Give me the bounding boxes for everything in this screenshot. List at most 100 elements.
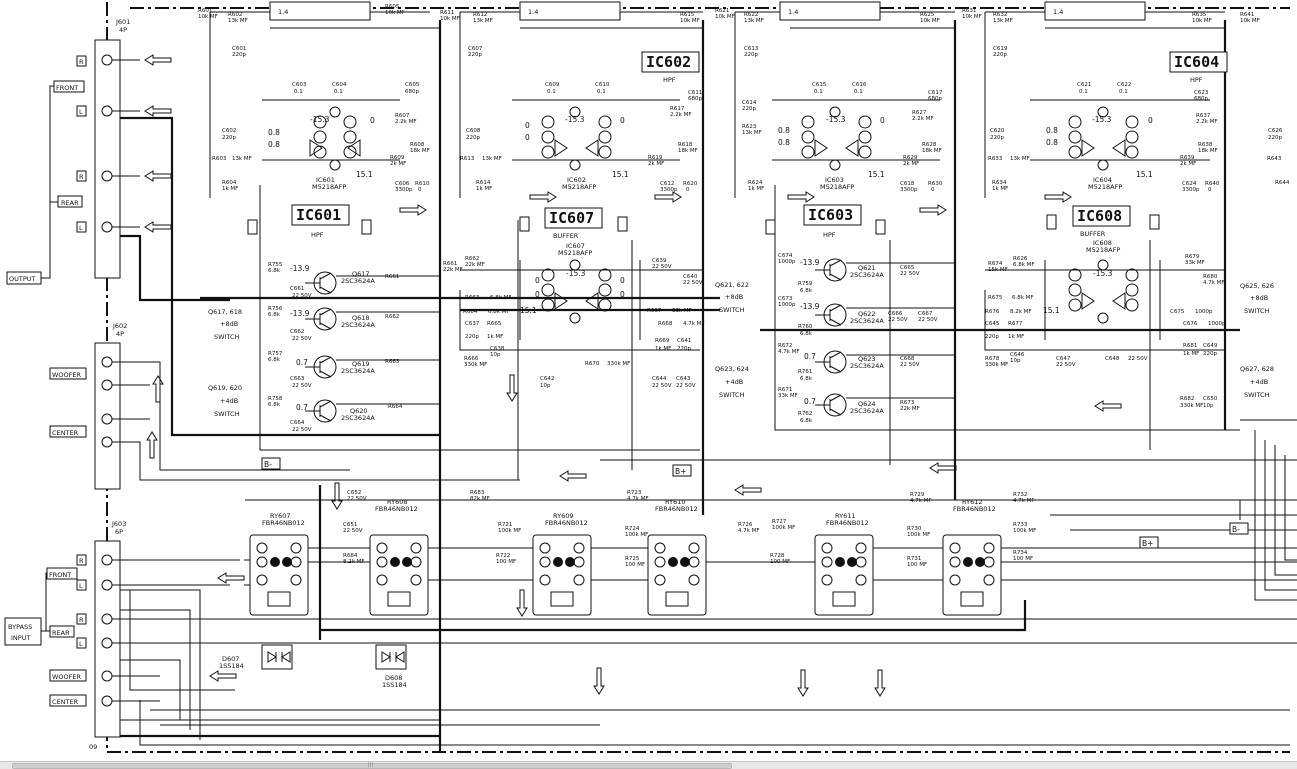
svg-text:R618: R618	[678, 142, 693, 148]
svg-text:C608: C608	[466, 128, 481, 134]
svg-text:1k MF: 1k MF	[1008, 334, 1024, 340]
svg-text:100 MF: 100 MF	[907, 562, 927, 568]
in-rear-r-box	[76, 613, 87, 625]
svg-text:0: 0	[525, 133, 530, 142]
svg-text:R628: R628	[922, 142, 937, 148]
svg-text:10k MF: 10k MF	[715, 14, 735, 20]
svg-text:0: 0	[535, 290, 540, 299]
svg-text:2k MF: 2k MF	[903, 161, 919, 167]
svg-text:C623: C623	[1194, 90, 1209, 96]
svg-text:1.4: 1.4	[1053, 8, 1063, 16]
svg-text:C651: C651	[343, 522, 357, 528]
in-woofer-label: WOOFER	[52, 673, 82, 681]
svg-text:R609: R609	[390, 155, 405, 161]
svg-text:R661: R661	[385, 274, 399, 280]
arrow-down-2	[331, 482, 343, 510]
svg-text:100 MF: 100 MF	[1013, 556, 1033, 562]
svg-text:FBR46NB012: FBR46NB012	[826, 519, 869, 527]
svg-text:R723: R723	[627, 490, 642, 496]
ic604-block: 1.4 R631 10k MF R632 13k MF C619 220p R6…	[962, 1, 1290, 198]
svg-text:R728: R728	[770, 553, 785, 559]
ic608-label-box	[1072, 205, 1131, 227]
svg-text:22 50V: 22 50V	[918, 317, 938, 323]
svg-text:R602: R602	[228, 12, 242, 18]
j601-body	[94, 39, 121, 279]
svg-text:C645: C645	[985, 321, 1000, 327]
svg-text:0: 0	[370, 116, 375, 125]
svg-text:R679: R679	[1185, 254, 1200, 260]
svg-text:22 50V: 22 50V	[652, 383, 672, 389]
svg-text:6.8k: 6.8k	[268, 268, 281, 274]
b-plus-tag-1	[672, 464, 692, 477]
svg-text:1SS184: 1SS184	[219, 662, 244, 670]
svg-text:2.2k MF: 2.2k MF	[912, 116, 934, 122]
svg-text:C642: C642	[540, 376, 554, 382]
svg-text:22k MF: 22k MF	[443, 267, 463, 273]
svg-text:R734: R734	[1013, 550, 1028, 556]
svg-text:2SC3624A: 2SC3624A	[850, 407, 884, 415]
svg-text:1.4: 1.4	[528, 8, 538, 16]
svg-text:R729: R729	[910, 492, 925, 498]
svg-text:18k MF: 18k MF	[678, 148, 698, 154]
svg-text:R634: R634	[992, 180, 1007, 186]
arrow-down-3	[516, 589, 528, 617]
svg-text:R630: R630	[928, 181, 943, 187]
arrow-right-3	[654, 191, 682, 203]
arrow-right-6	[1044, 191, 1072, 203]
ic603-func: HPF	[823, 231, 836, 239]
j602-ref: J602	[112, 322, 127, 330]
svg-text:Q627, 628: Q627, 628	[1240, 365, 1274, 373]
svg-text:M5218AFP: M5218AFP	[558, 249, 592, 257]
svg-text:2SC3624A: 2SC3624A	[341, 277, 375, 285]
front-l-label: L	[79, 108, 83, 116]
svg-text:-15.3: -15.3	[310, 115, 330, 124]
svg-text:-13.9: -13.9	[290, 264, 310, 273]
svg-text:C639: C639	[652, 258, 667, 264]
svg-text:IC601: IC601	[316, 176, 335, 184]
svg-text:C607: C607	[468, 46, 483, 52]
svg-text:C615: C615	[812, 82, 827, 88]
svg-text:0: 0	[1148, 116, 1153, 125]
svg-text:22 50V: 22 50V	[900, 271, 920, 277]
svg-text:0.1: 0.1	[597, 89, 606, 95]
center-out-box	[49, 425, 87, 438]
ic608-label: IC608	[1077, 207, 1122, 225]
svg-text:0.8: 0.8	[778, 138, 790, 147]
svg-text:10k MF: 10k MF	[198, 14, 218, 20]
svg-text:-15.3: -15.3	[1093, 269, 1113, 278]
svg-text:R676: R676	[985, 309, 1000, 315]
svg-text:+8dB: +8dB	[220, 320, 238, 328]
svg-text:330k MF: 330k MF	[607, 361, 630, 367]
scrollbar-grip-icon: |||	[368, 762, 374, 768]
svg-text:220p: 220p	[222, 135, 236, 141]
svg-text:R662: R662	[385, 314, 399, 320]
svg-text:C622: C622	[1117, 82, 1131, 88]
b-minus-tag-2	[1229, 522, 1249, 535]
svg-text:Q617: Q617	[352, 270, 370, 278]
svg-text:220p: 220p	[466, 135, 480, 141]
arrow-left-7	[559, 470, 587, 482]
svg-text:2SC3624A: 2SC3624A	[850, 271, 884, 279]
ic602-block: 1.4 R612 13k MF C607 220p R615 10k MF C6…	[459, 1, 703, 198]
svg-text:IC607: IC607	[566, 242, 585, 250]
front-r-label: R	[79, 58, 84, 66]
svg-text:1k MF: 1k MF	[476, 186, 492, 192]
svg-text:IC603: IC603	[825, 176, 844, 184]
arrow-right-1	[399, 204, 427, 216]
svg-text:22 50V: 22 50V	[652, 264, 672, 270]
svg-text:0: 0	[620, 290, 625, 299]
svg-text:R638: R638	[1198, 142, 1213, 148]
svg-text:R724: R724	[625, 526, 640, 532]
svg-text:R631: R631	[962, 8, 976, 14]
svg-text:R730: R730	[907, 526, 922, 532]
svg-text:FBR46NB012: FBR46NB012	[545, 519, 588, 527]
svg-text:220p: 220p	[1203, 351, 1217, 357]
svg-text:13k MF: 13k MF	[232, 156, 252, 162]
ic603-block: 1.4 R621 10k MF R622 13k MF C613 220p R6…	[715, 1, 955, 239]
svg-text:Q621, 622: Q621, 622	[715, 281, 749, 289]
svg-text:33k MF: 33k MF	[778, 393, 798, 399]
svg-text:C663: C663	[290, 376, 305, 382]
in-front-r-box	[76, 554, 87, 566]
svg-text:R627: R627	[912, 110, 927, 116]
ic607-label-box	[544, 207, 603, 229]
